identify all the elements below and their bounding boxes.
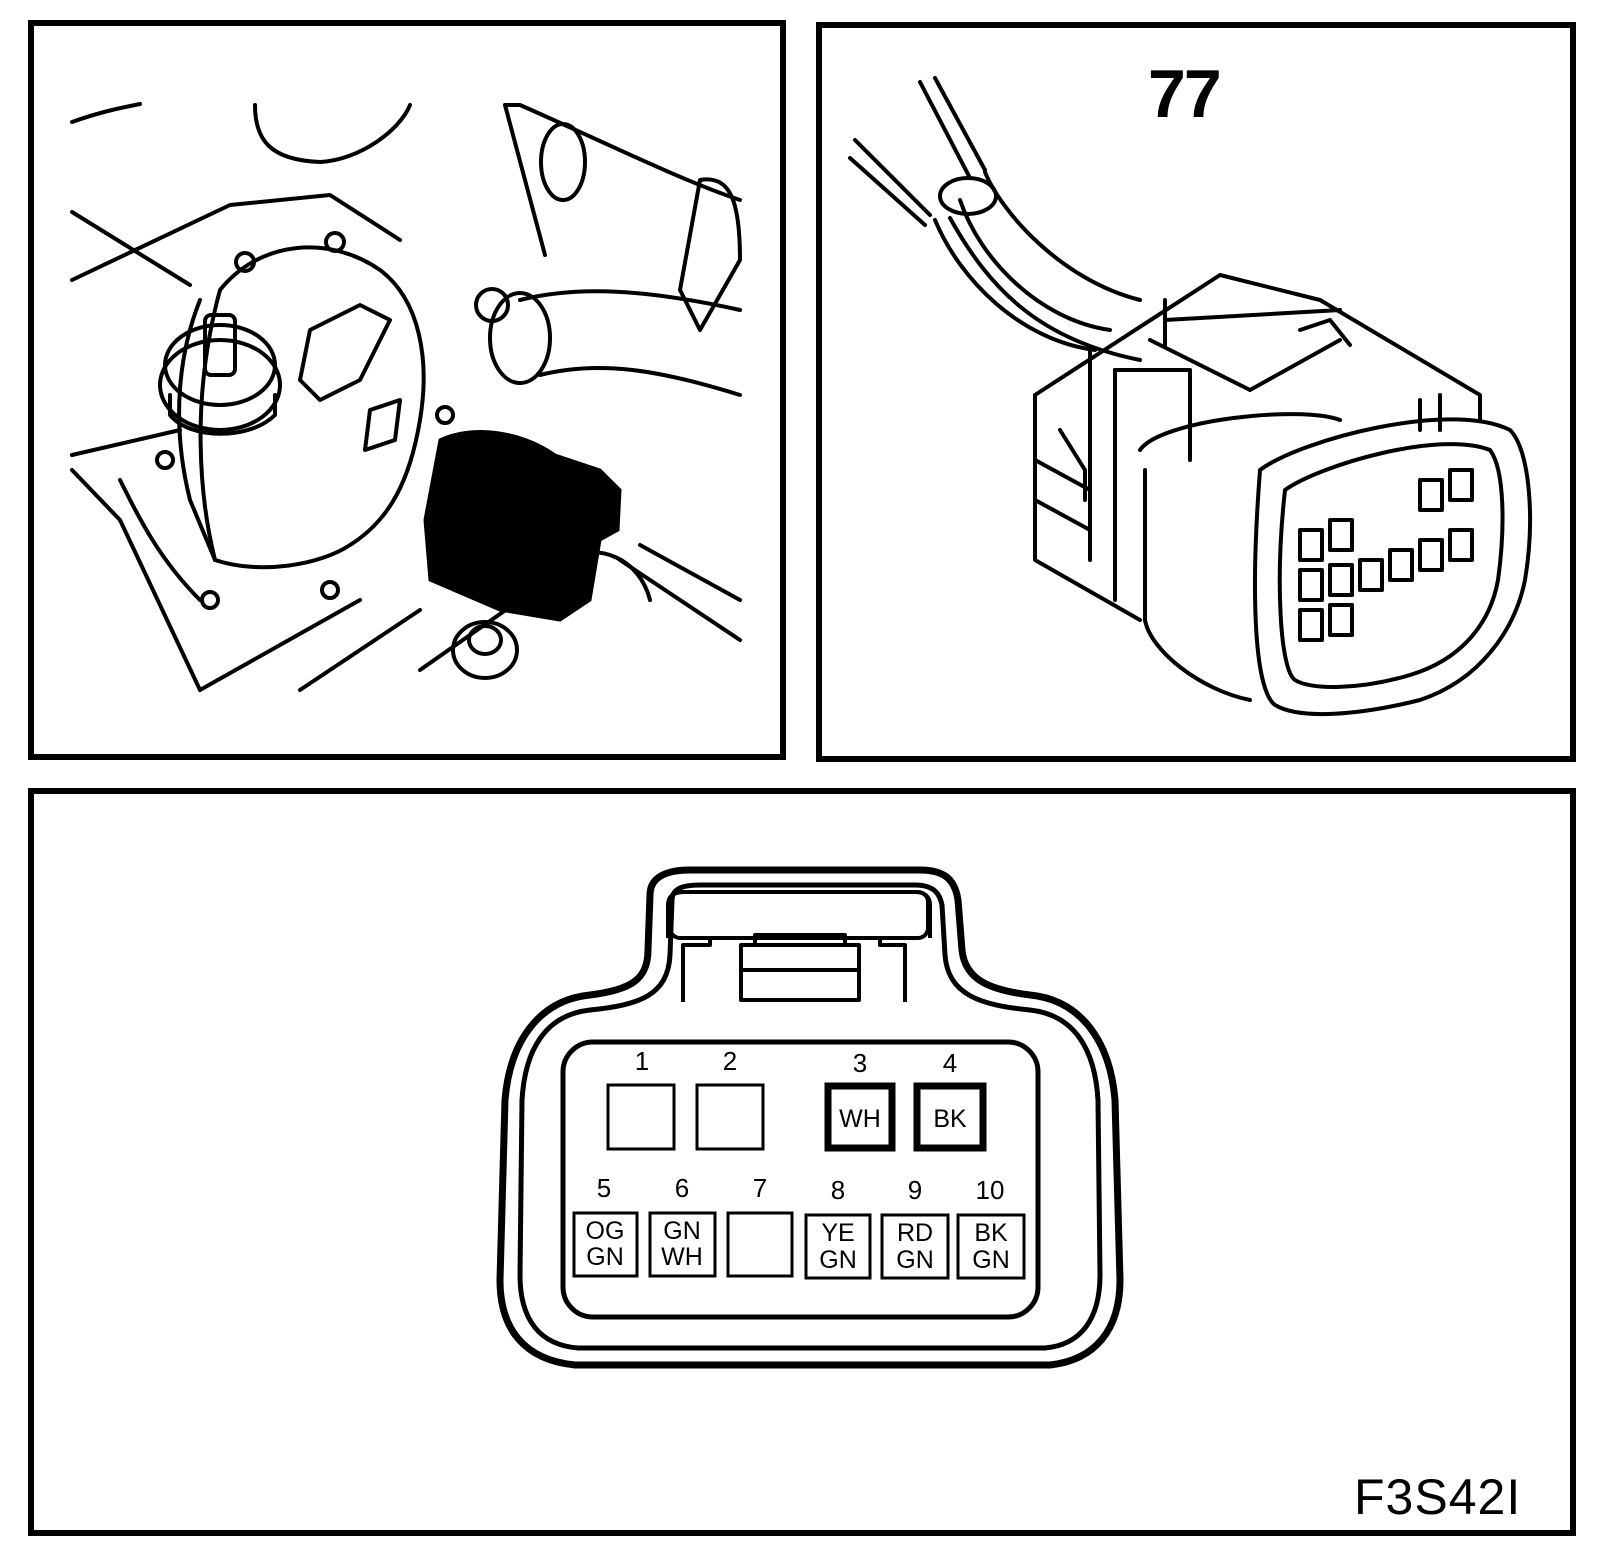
connector-number: 77 [1148, 56, 1222, 132]
figure-code: F3S42I [1354, 1469, 1522, 1525]
connector-pinout-panel [28, 788, 1576, 1536]
connector-view-panel [816, 22, 1576, 762]
component-location-panel [28, 20, 786, 760]
